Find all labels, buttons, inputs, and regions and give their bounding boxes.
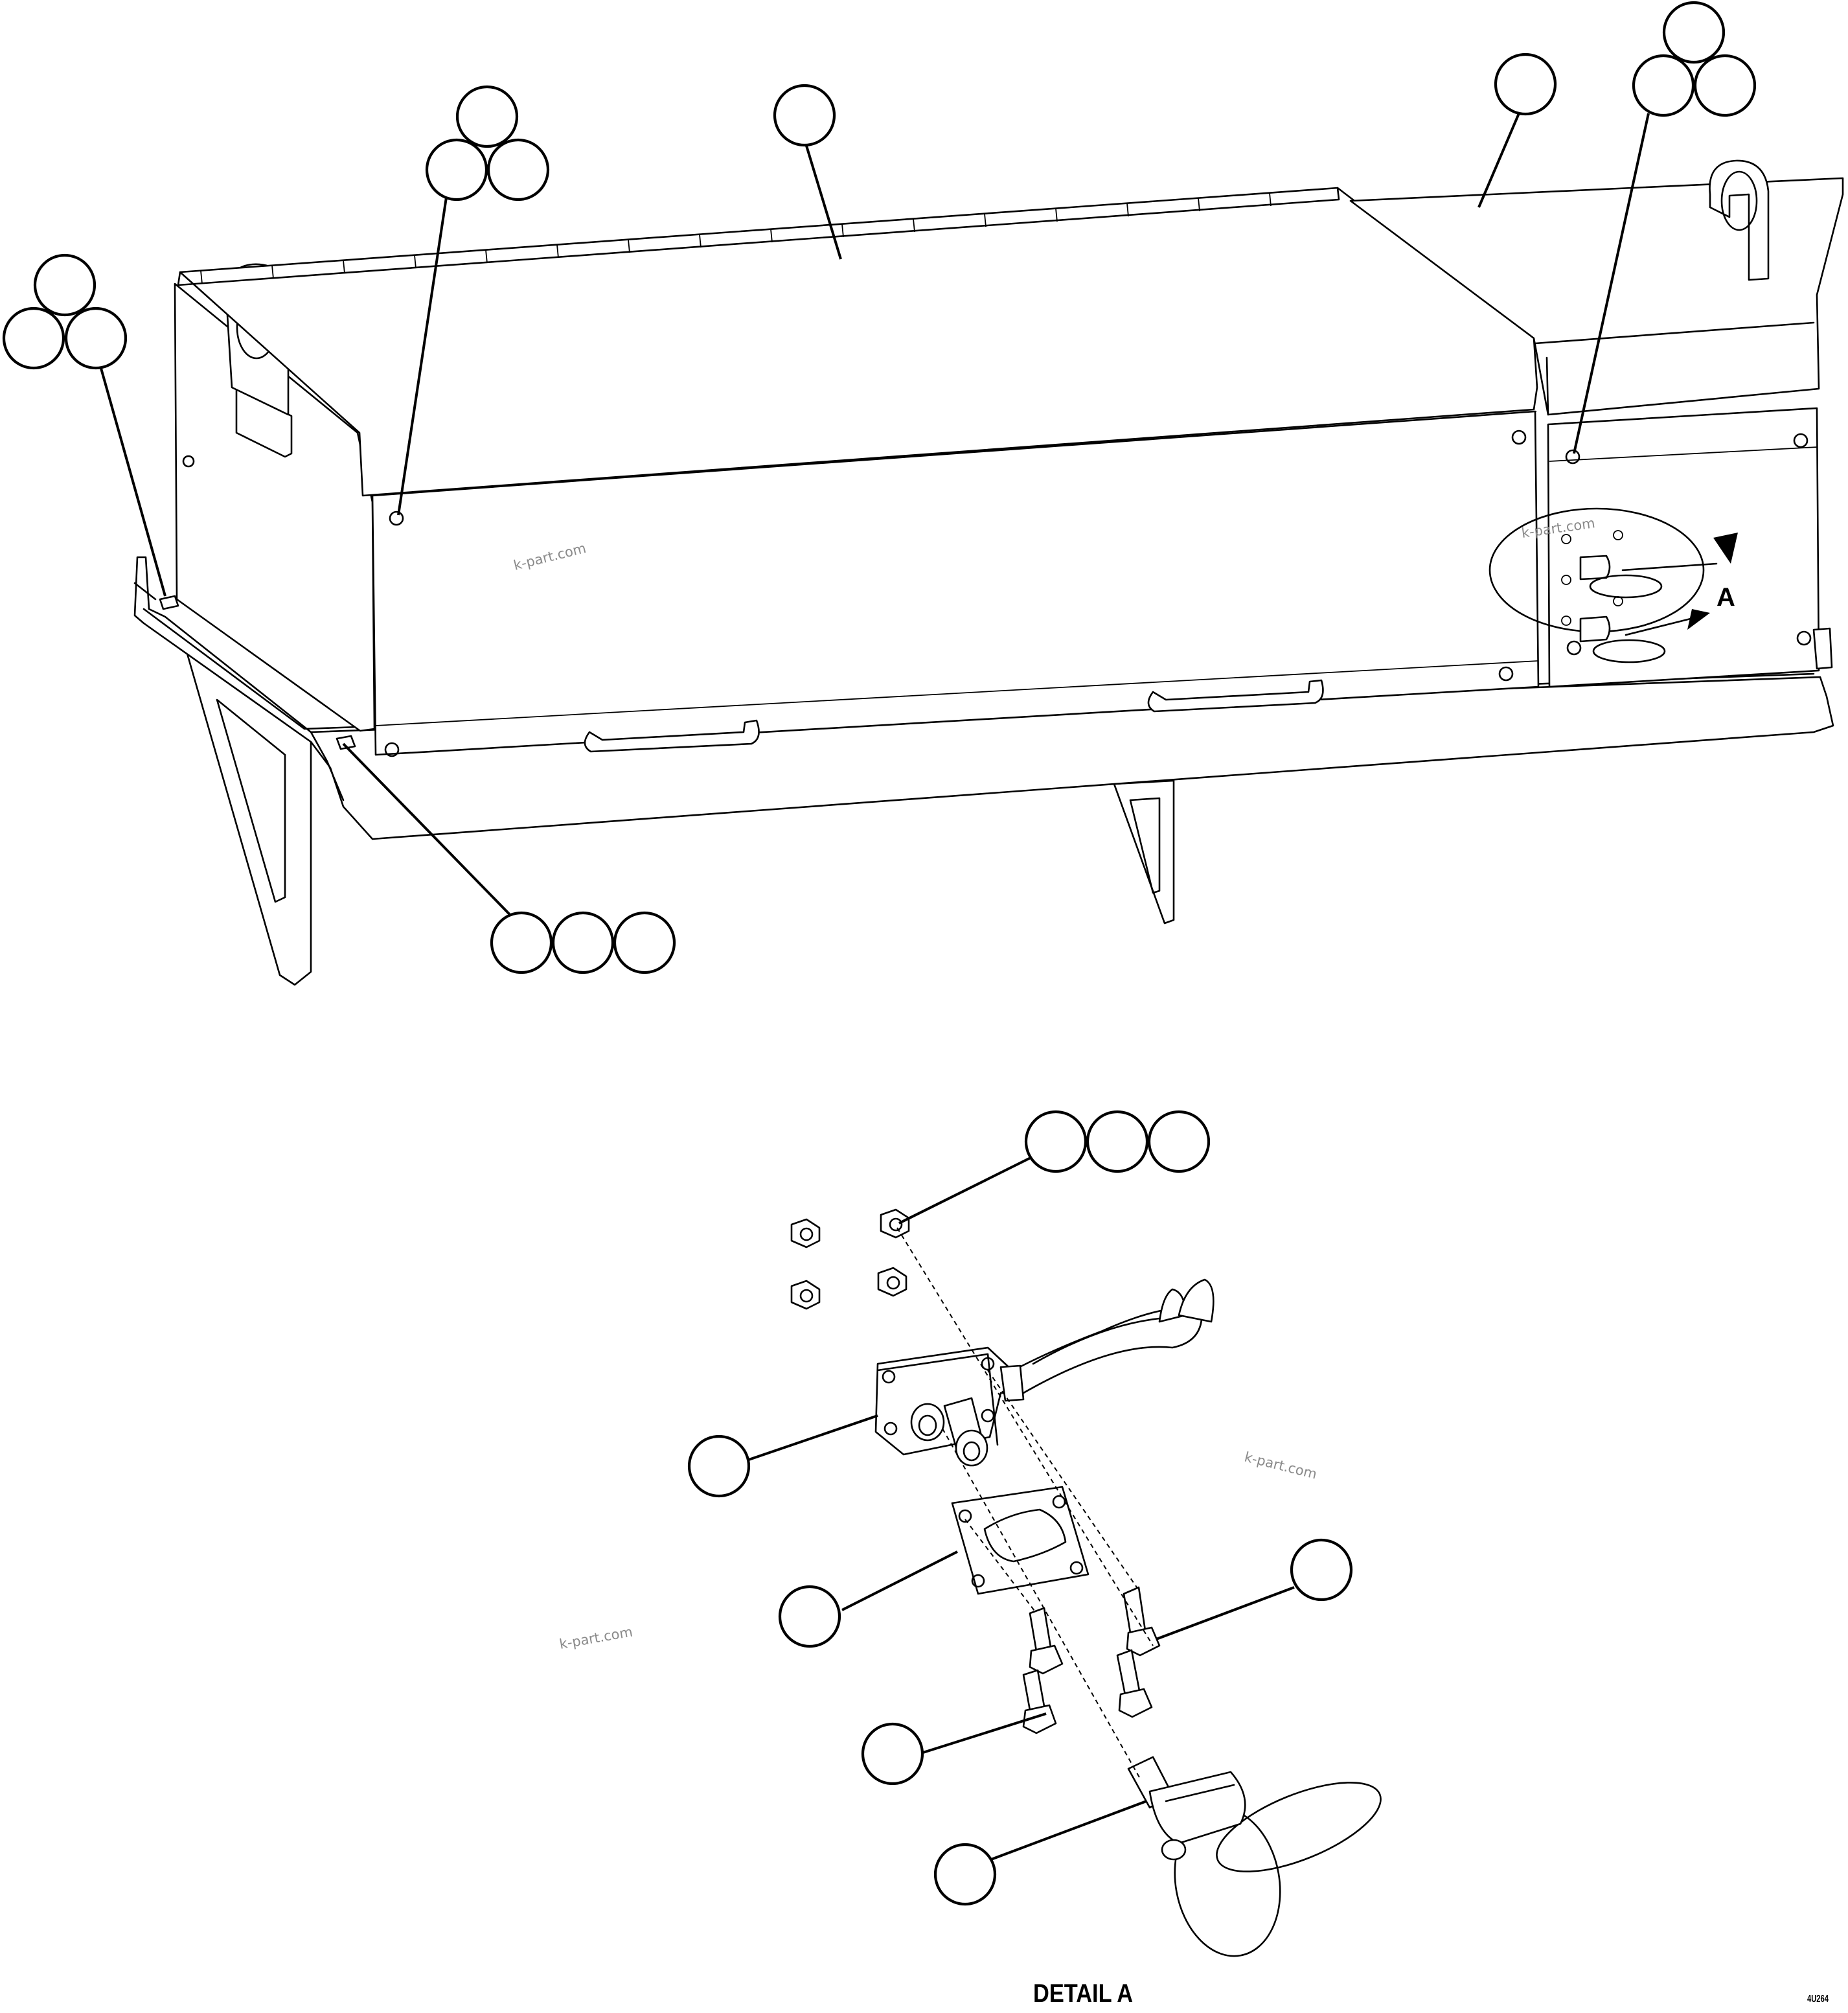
connector-plug (1127, 1756, 1382, 1957)
detail-view-leaders (744, 1155, 1295, 1861)
lock-nuts (790, 1208, 910, 1310)
screw (1116, 1649, 1153, 1718)
figure-code: 4U264 (1807, 1992, 1829, 2005)
lock-nut (790, 1280, 821, 1310)
callout-cluster-upper-left (2, 253, 128, 370)
callout-cluster-lock-nuts (1024, 1110, 1211, 1173)
view-label: A (1717, 583, 1735, 612)
detail-caption: DETAIL A (1033, 1979, 1133, 2008)
callout-plug (933, 1843, 997, 1906)
callout-receptacle (687, 1434, 751, 1498)
callout-cluster-lower (490, 911, 676, 974)
view-arrow-lower-icon (1687, 609, 1710, 630)
assembly-centerlines (896, 1227, 1154, 1779)
screw (1123, 1586, 1161, 1657)
callout-gasket (778, 1585, 841, 1648)
cable (1006, 1278, 1215, 1394)
gasket (951, 1486, 1089, 1595)
view-arrow-upper-icon (1713, 533, 1738, 564)
front-bolt-upper-left (389, 511, 404, 526)
callout-screw-left (861, 1722, 924, 1786)
lock-nut (877, 1267, 907, 1297)
watermark-detail-left: k-part.com (558, 1624, 634, 1651)
callout-compartment-lid (1494, 52, 1557, 116)
screw (1029, 1607, 1064, 1675)
lock-nut (790, 1218, 821, 1248)
right-compartment-front (1547, 407, 1820, 688)
lid-hinge (200, 192, 1272, 284)
left-handle (584, 719, 760, 753)
detail-view-callouts (687, 1110, 1353, 1906)
front-bolt-lower-right (1498, 666, 1514, 682)
screw (1022, 1669, 1057, 1734)
right-compartment-lid (1349, 177, 1844, 416)
front-bolt-lower-left (384, 742, 400, 757)
frame-fasteners (159, 595, 1833, 750)
detail-a-exploded-view (790, 1208, 1382, 1957)
battery-box-assembly (133, 159, 1844, 986)
callout-cluster-lid-left (425, 85, 550, 201)
lock-nut (880, 1208, 910, 1239)
box-front-wall (371, 410, 1540, 757)
callout-cluster-upper-right (1632, 1, 1757, 117)
screws (1022, 1586, 1161, 1734)
callout-lid (773, 84, 836, 147)
connector-view-indicator (1489, 507, 1738, 663)
right-support-leg (1113, 779, 1175, 925)
main-view-leaders (99, 113, 1650, 928)
callout-screw-right (1290, 1538, 1353, 1602)
main-view-callouts (2, 1, 1757, 974)
connector-receptacle (874, 1346, 1025, 1467)
front-bolt-upper-right (1511, 430, 1527, 445)
right-lifting-eye (1709, 159, 1770, 281)
watermark-detail-right: k-part.com (1243, 1449, 1319, 1482)
right-handle (1147, 679, 1324, 713)
